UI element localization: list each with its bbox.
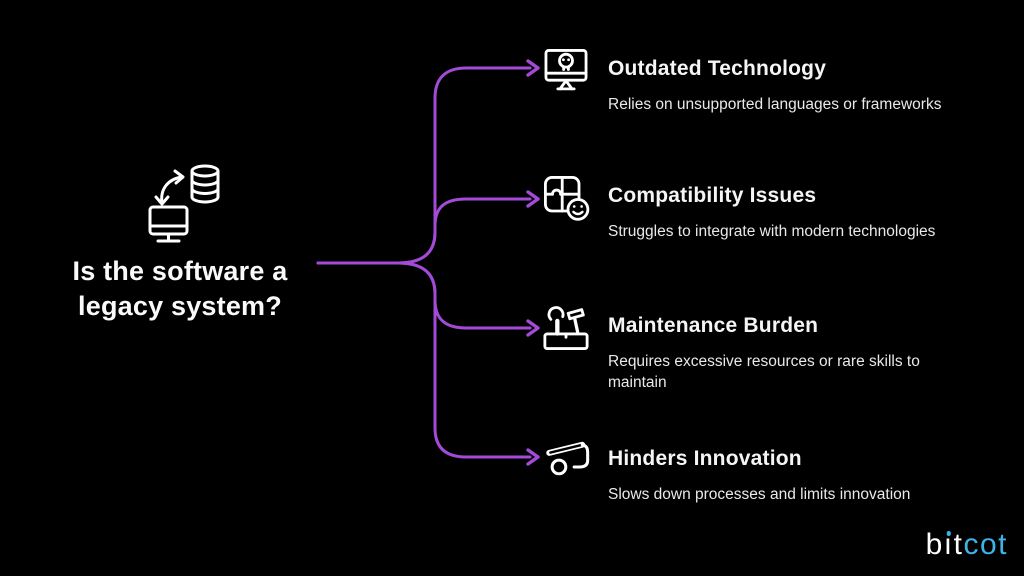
branch-description: Relies on unsupported languages or frame… [608, 96, 942, 113]
branch-compatibility-issues: Compatibility Issues Struggles to integr… [540, 172, 956, 242]
toolbox-icon [540, 302, 596, 354]
branch-title: Outdated Technology [608, 57, 827, 80]
arrowhead-icon [526, 448, 540, 466]
question-line-1: Is the software a [72, 256, 288, 286]
connector-branch-2 [316, 197, 532, 265]
branch-title: Maintenance Burden [608, 314, 819, 337]
puzzle-compatibility-icon [540, 172, 596, 224]
branch-hinders-innovation: Hinders Innovation Slows down processes … [540, 435, 956, 505]
logo-accent-text: cot [963, 528, 1008, 561]
logo-letter-t: t [953, 528, 964, 561]
branch-maintenance-burden: Maintenance Burden Requires excessive re… [540, 302, 956, 393]
snail-icon [540, 435, 596, 487]
branch-description: Requires excessive resources or rare ski… [608, 353, 920, 391]
branch-description: Struggles to integrate with modern techn… [608, 223, 936, 240]
logo-letter-b: b [925, 528, 944, 561]
central-question: Is the software a legacy system? [30, 254, 330, 324]
branch-title: Compatibility Issues [608, 184, 817, 207]
arrowhead-icon [526, 190, 540, 208]
branch-title: Hinders Innovation [608, 447, 802, 470]
connector-branch-1 [316, 66, 532, 265]
arrowhead-icon [526, 319, 540, 337]
branch-outdated-technology: Outdated Technology Relies on unsupporte… [540, 45, 956, 115]
arrowhead-icon [526, 59, 540, 77]
logo-i-dot [946, 531, 951, 536]
system-migration-icon [148, 164, 220, 243]
question-line-2: legacy system? [78, 291, 282, 321]
logo-letter-i: ı [943, 528, 954, 561]
branch-description: Slows down processes and limits innovati… [608, 486, 911, 503]
connector-branch-3 [316, 261, 532, 330]
connector-branch-4 [316, 261, 532, 459]
dead-monitor-icon [540, 45, 596, 97]
